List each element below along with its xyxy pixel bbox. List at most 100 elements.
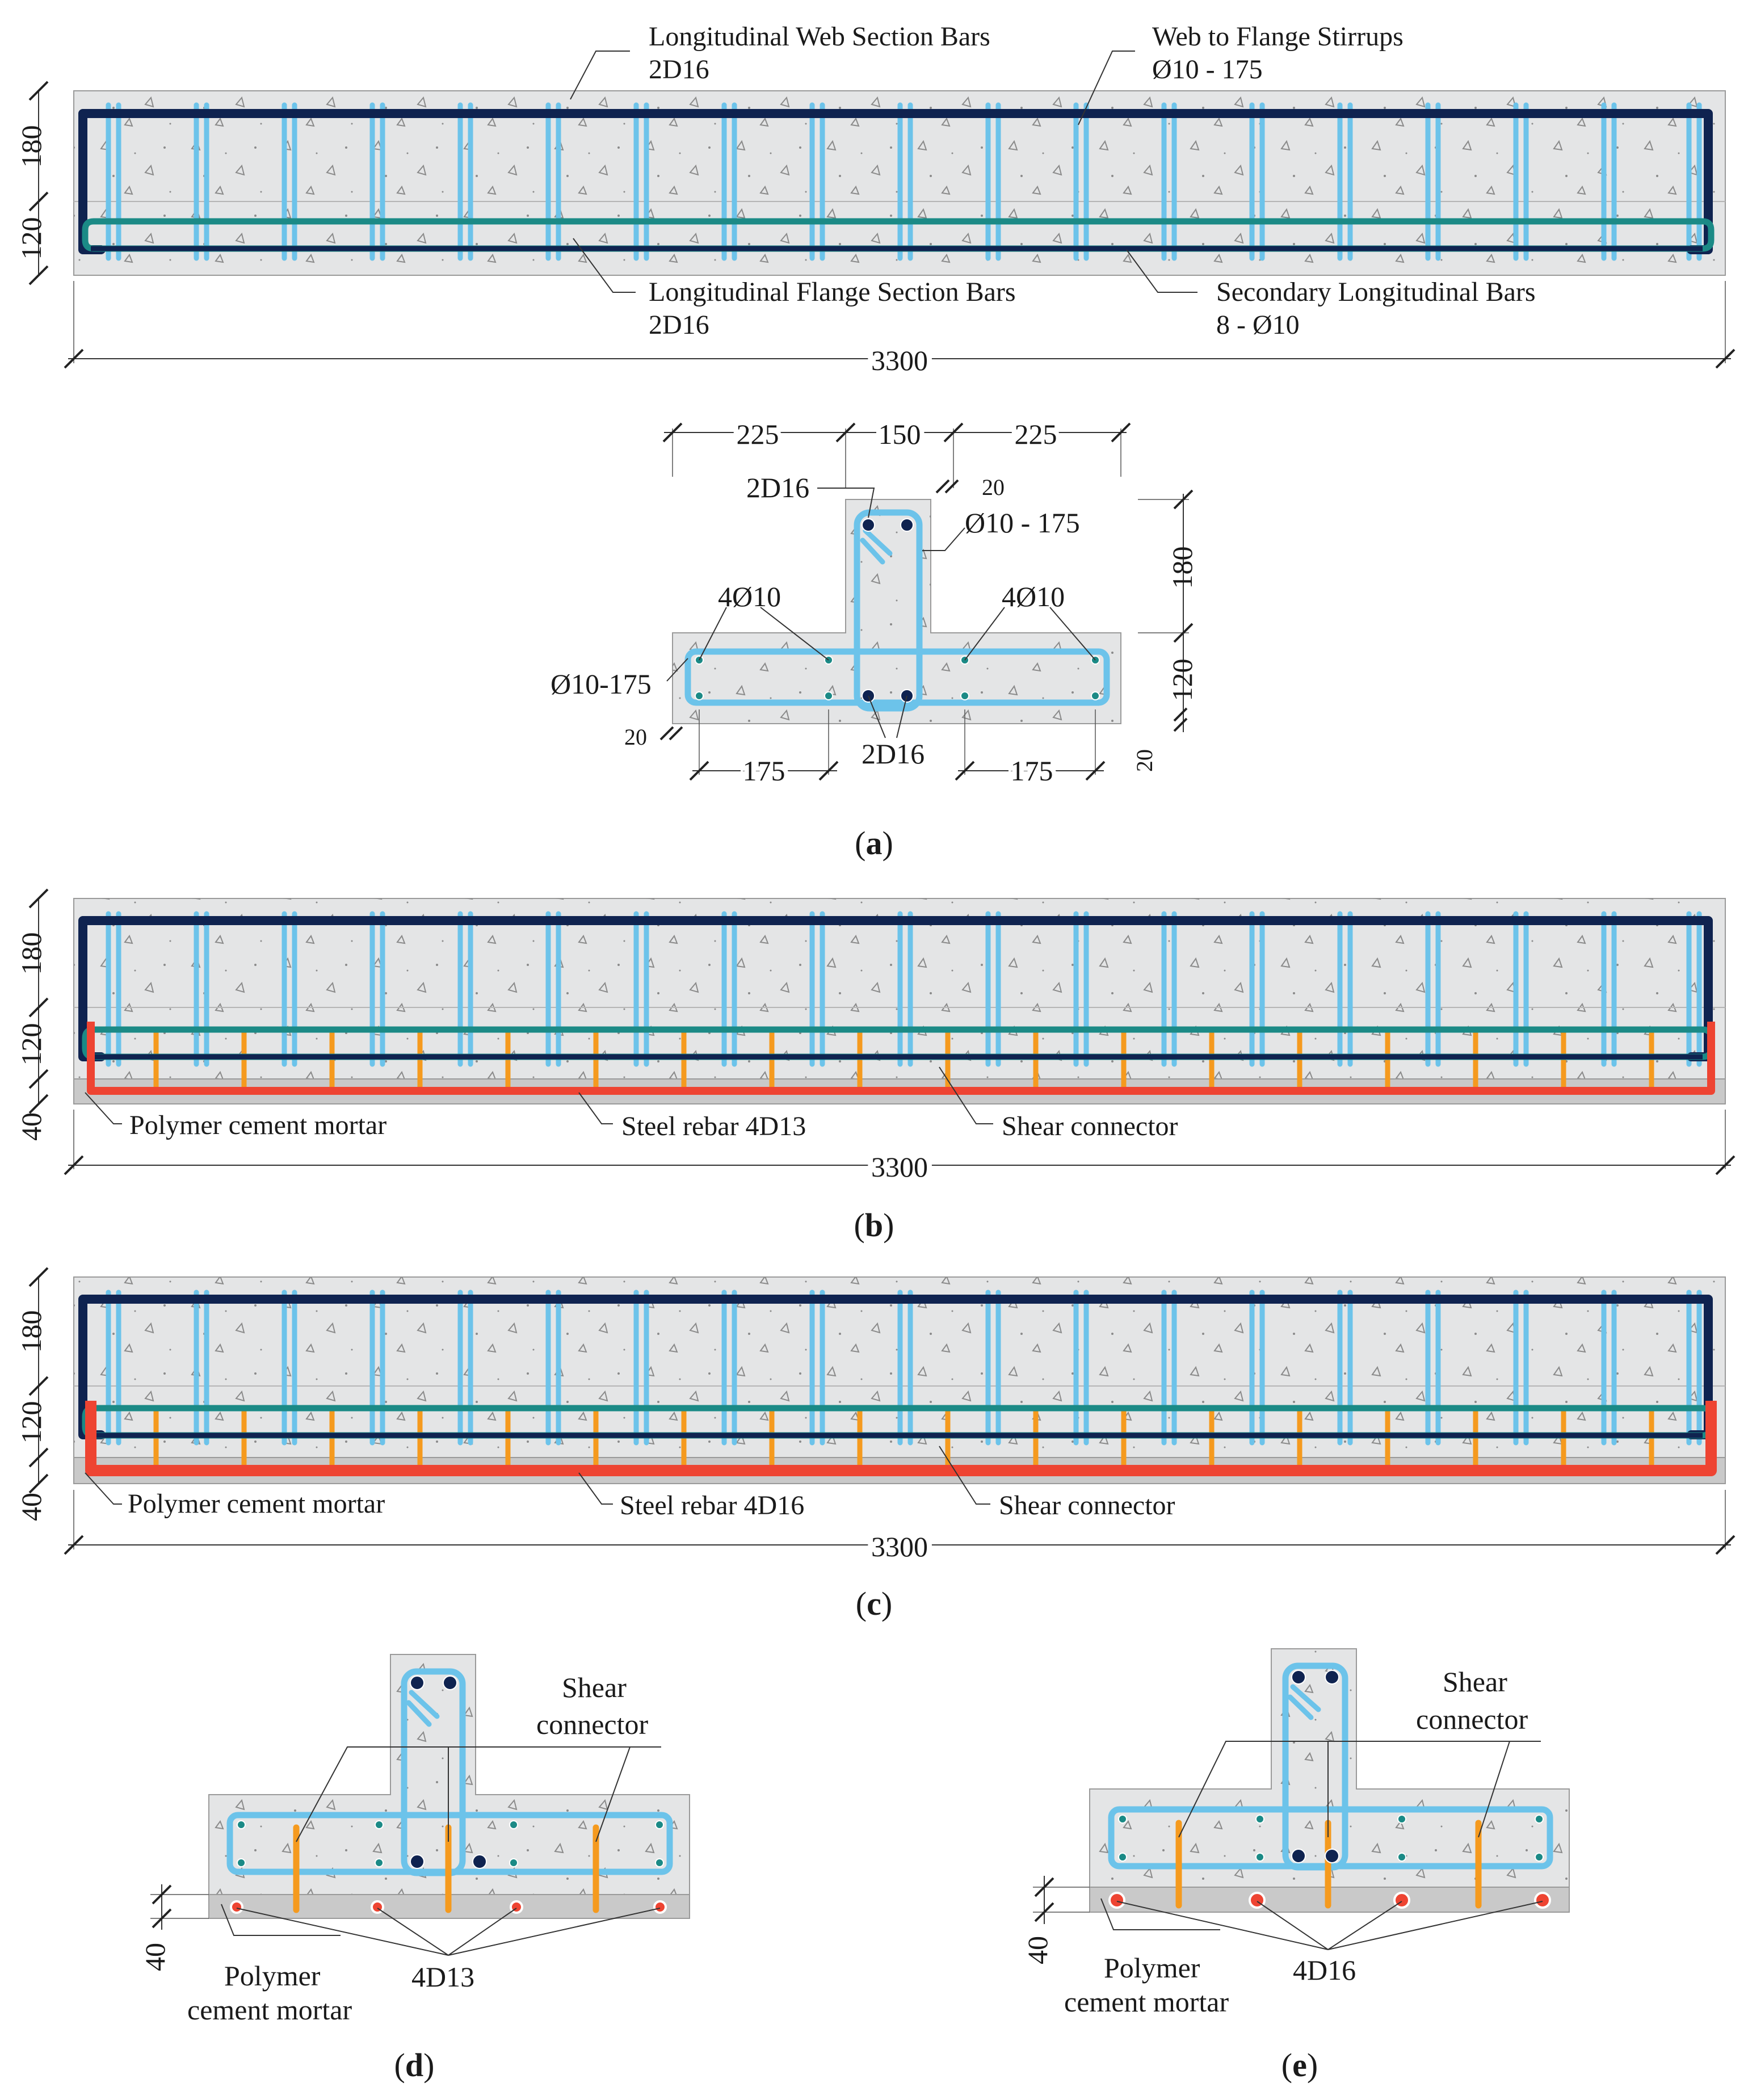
label-rebar-b: Steel rebar 4D13 xyxy=(621,1111,806,1141)
label-stirrups: Web to Flange Stirrups xyxy=(1152,22,1404,52)
tick-c1 xyxy=(28,1267,49,1287)
leader-mortar-e xyxy=(1100,1898,1220,1930)
dim-web-height-b: 180 xyxy=(15,933,47,975)
leader-web-bars xyxy=(570,51,630,100)
section-e-bar-2 xyxy=(1325,1670,1339,1685)
label-flange-bars-size: 2D16 xyxy=(649,310,709,340)
section-a xyxy=(672,499,1121,724)
steel-rebar-c xyxy=(85,1401,1717,1476)
sec-a-dim-150: 150 xyxy=(879,418,921,450)
section-d-bar-4 xyxy=(472,1854,487,1869)
caption-d: (d) xyxy=(394,2047,435,2084)
tick-b1 xyxy=(28,888,49,909)
section-a-texture xyxy=(673,499,1121,724)
section-d-rebar-4 xyxy=(653,1900,667,1914)
dim-mortar-d: 40 xyxy=(139,1943,171,1971)
section-a-bar-top-left xyxy=(862,518,875,532)
label-stirrups-spec: Ø10 - 175 xyxy=(1152,54,1263,85)
sec-a-dim-120: 120 xyxy=(1166,659,1198,702)
tick-s12 xyxy=(1085,761,1106,781)
section-a-bar-d10-4 xyxy=(824,691,833,700)
dim-mortar-e: 40 xyxy=(1022,1936,1053,1964)
tick-c5 xyxy=(64,1535,84,1555)
tick-s3 xyxy=(943,422,964,443)
tick-s11 xyxy=(955,761,975,781)
dim-flange-height-a: 120 xyxy=(15,217,47,260)
tick-s8 xyxy=(669,726,683,741)
sec-a-label-flange-stirrup: Ø10-175 xyxy=(551,668,652,700)
tick-a4 xyxy=(64,348,84,369)
section-d-bar-11 xyxy=(655,1820,664,1829)
stirrups-a xyxy=(106,102,1702,261)
panel-c-elevation xyxy=(73,1276,1726,1484)
label-mortar-e-1: Polymer xyxy=(1104,1952,1200,1984)
panel-e-section xyxy=(1089,1648,1570,1913)
tick-b2 xyxy=(28,997,49,1018)
tick-s1 xyxy=(662,422,683,443)
section-e-bar-1 xyxy=(1291,1670,1306,1685)
sec-a-dim-225-left: 225 xyxy=(737,418,779,450)
panel-a-elevation xyxy=(73,90,1726,276)
tick-b6 xyxy=(1715,1155,1736,1175)
sec-a-label-bottom-bars: 2D16 xyxy=(862,738,925,770)
sec-a-label-web-bars: 2D16 xyxy=(746,472,809,503)
section-a-hook xyxy=(860,528,893,565)
leader-rebar-e xyxy=(1116,1901,1543,1950)
sec-a-cover-bottom: 20 xyxy=(1132,749,1157,772)
tick-s5 xyxy=(935,479,950,494)
tick-s2 xyxy=(835,422,856,443)
tick-s6 xyxy=(944,479,959,494)
dim-flange-height-c: 120 xyxy=(15,1401,47,1444)
leader-rebar-b xyxy=(578,1092,613,1124)
section-d-bar-12 xyxy=(655,1858,664,1867)
label-mortar-d-1: Polymer xyxy=(224,1960,321,1992)
tick-a2 xyxy=(28,191,49,212)
section-e-bar-9 xyxy=(1397,1815,1406,1824)
section-e-bar-11 xyxy=(1535,1815,1544,1824)
section-a-bar-top-right xyxy=(900,518,914,532)
panel-b-elevation xyxy=(73,898,1726,1104)
leader-connector-d xyxy=(296,1746,661,1842)
section-e-bar-6 xyxy=(1118,1853,1127,1862)
label-connector-c: Shear connector xyxy=(999,1490,1175,1521)
section-e-rebar-4 xyxy=(1534,1892,1551,1909)
section-a-web-stirrup xyxy=(854,509,923,712)
leader-sec-2d16-top xyxy=(817,488,875,518)
section-a-flange-stirrup xyxy=(684,648,1110,706)
dim-length-c: 3300 xyxy=(871,1531,928,1563)
sec-a-dim-180: 180 xyxy=(1166,547,1198,589)
tick-d1 xyxy=(152,1884,172,1905)
leader-mortar-b xyxy=(85,1092,122,1124)
leader-sec-flange-stirrup xyxy=(666,658,688,682)
section-a-bar-d10-8 xyxy=(1091,691,1100,700)
dim-length-a: 3300 xyxy=(871,345,928,376)
caption-e: (e) xyxy=(1281,2047,1318,2084)
label-connector-b: Shear connector xyxy=(1002,1111,1178,1141)
tick-d2 xyxy=(152,1908,172,1929)
leader-connector-c xyxy=(939,1446,990,1505)
section-e-hook xyxy=(1287,1684,1321,1720)
tick-a1 xyxy=(28,81,49,101)
stirrups-b xyxy=(106,911,1702,1067)
section-d-bar-5 xyxy=(237,1820,246,1829)
leader-secondary-bars xyxy=(1126,249,1197,293)
label-mortar-c: Polymer cement mortar xyxy=(128,1489,385,1519)
tick-s10 xyxy=(818,761,839,781)
sec-a-dim-175-left: 175 xyxy=(743,755,785,787)
tick-c6 xyxy=(1715,1535,1736,1555)
tick-e1 xyxy=(1034,1877,1054,1897)
section-d-bar-10 xyxy=(509,1858,518,1867)
section-d-hook xyxy=(406,1690,440,1727)
leader-sec-4d10-right xyxy=(964,607,1096,661)
panel-d-section xyxy=(208,1654,690,1919)
tick-b5 xyxy=(64,1155,84,1175)
tick-s15 xyxy=(1173,707,1188,722)
label-connector-e-2: connector xyxy=(1416,1703,1528,1735)
leader-sec-2d16-bottom xyxy=(868,695,907,738)
label-web-bars-size: 2D16 xyxy=(649,54,709,85)
label-mortar-d-2: cement mortar xyxy=(187,1994,352,2026)
dim-mortar-height-b: 40 xyxy=(15,1112,47,1141)
sec-a-label-left-bars: 4Ø10 xyxy=(718,581,781,612)
steel-rebar-b xyxy=(87,1022,1715,1095)
